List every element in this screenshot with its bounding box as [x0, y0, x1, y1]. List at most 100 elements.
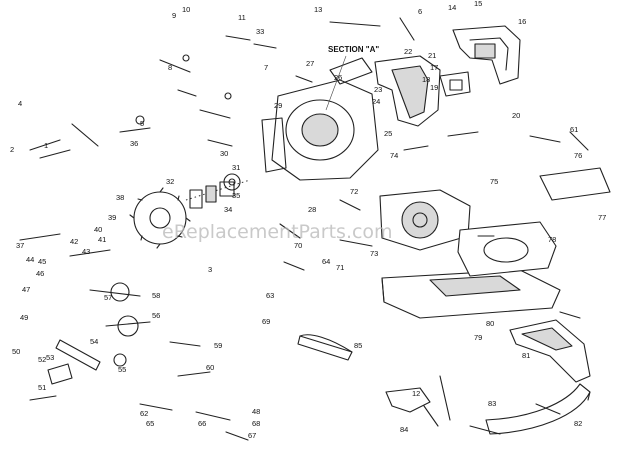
callout-34: 34: [224, 205, 232, 214]
callout-6: 6: [418, 7, 422, 16]
callout-83: 83: [488, 399, 496, 408]
saw-base: [381, 269, 561, 319]
pointer-plate: [385, 387, 431, 413]
callout-60: 60: [206, 363, 214, 372]
callout-54: 54: [90, 337, 98, 346]
callout-80: 80: [486, 319, 494, 328]
callout-68: 68: [252, 419, 260, 428]
hardware-cluster-mid: [279, 131, 589, 435]
upper-blade-guard: [452, 25, 521, 85]
callout-2: 2: [10, 145, 14, 154]
callout-30: 30: [220, 149, 228, 158]
callout-74: 74: [390, 151, 398, 160]
lower-guard-arc: [485, 383, 591, 435]
callout-76: 76: [574, 151, 582, 160]
callout-37: 37: [16, 241, 24, 250]
guard-bracket: [439, 71, 471, 97]
callout-7: 7: [264, 63, 268, 72]
callout-33: 33: [256, 27, 264, 36]
callout-73: 73: [370, 249, 378, 258]
callout-18: 18: [422, 75, 430, 84]
callout-17: 17: [430, 63, 438, 72]
callout-71: 71: [336, 263, 344, 272]
callout-5: 5: [140, 119, 144, 128]
callout-75: 75: [490, 177, 498, 186]
callout-19: 19: [430, 83, 438, 92]
callout-29: 29: [274, 101, 282, 110]
saw-blade: [129, 187, 191, 249]
callout-24: 24: [372, 97, 380, 106]
callout-70: 70: [294, 241, 302, 250]
callout-78: 78: [548, 235, 556, 244]
callout-36: 36: [130, 139, 138, 148]
callout-82: 82: [574, 419, 582, 428]
callout-56: 56: [152, 311, 160, 320]
callout-51: 51: [38, 383, 46, 392]
callout-42: 42: [70, 237, 78, 246]
callout-66: 66: [198, 419, 206, 428]
callout-58: 58: [152, 291, 160, 300]
callout-40: 40: [94, 225, 102, 234]
callout-21: 21: [428, 51, 436, 60]
callout-4: 4: [18, 99, 22, 108]
callout-57: 57: [104, 293, 112, 302]
callout-15: 15: [474, 0, 482, 8]
callout-8: 8: [168, 63, 172, 72]
callout-85: 85: [354, 341, 362, 350]
callout-3: 3: [208, 265, 212, 274]
motor-housing: [261, 57, 379, 181]
kerf-plate: [297, 334, 353, 361]
callout-23: 23: [374, 85, 382, 94]
callout-22: 22: [404, 47, 412, 56]
blade-flange: [223, 173, 241, 191]
callout-61: 61: [570, 125, 578, 134]
callout-9: 9: [172, 11, 176, 20]
callout-39: 39: [108, 213, 116, 222]
hardware-cluster-bottom: [19, 233, 249, 441]
callout-55: 55: [118, 365, 126, 374]
callout-84: 84: [400, 425, 408, 434]
callout-46: 46: [36, 269, 44, 278]
hardware-cluster-left: [29, 17, 415, 159]
miter-arm: [509, 319, 591, 383]
callout-50: 50: [12, 347, 20, 356]
callout-11: 11: [238, 13, 246, 22]
callout-38: 38: [116, 193, 124, 202]
callout-20: 20: [512, 111, 520, 120]
callout-53: 53: [46, 353, 54, 362]
callout-47: 47: [22, 285, 30, 294]
callout-labels: SECTION "A" 1 2 3 4 5 6 7 8 9 10 11 12 1…: [10, 0, 606, 440]
section-a-label: SECTION "A": [328, 45, 379, 54]
callout-49: 49: [20, 313, 28, 322]
callout-81: 81: [522, 351, 530, 360]
callout-35: 35: [232, 191, 240, 200]
callout-10: 10: [182, 5, 190, 14]
callout-64: 64: [322, 257, 330, 266]
callout-52: 52: [38, 355, 46, 364]
callout-67: 67: [248, 431, 256, 440]
callout-13: 13: [314, 5, 322, 14]
callout-27: 27: [306, 59, 314, 68]
fence: [539, 167, 611, 201]
callout-72: 72: [350, 187, 358, 196]
callout-62: 62: [140, 409, 148, 418]
callout-31: 31: [232, 163, 240, 172]
callout-14: 14: [448, 3, 456, 12]
callout-1: 1: [44, 141, 48, 150]
arbor-assembly: [185, 179, 251, 209]
callout-45: 45: [38, 257, 46, 266]
callout-48: 48: [252, 407, 260, 416]
callout-77: 77: [598, 213, 606, 222]
lower-blade-guard: [374, 55, 441, 127]
callout-12: 12: [412, 389, 420, 398]
callout-32: 32: [166, 177, 174, 186]
callout-16: 16: [518, 17, 526, 26]
callout-26: 26: [334, 73, 342, 82]
callout-79: 79: [474, 333, 482, 342]
base-top: [457, 221, 557, 277]
callout-59: 59: [214, 341, 222, 350]
callout-65: 65: [146, 419, 154, 428]
callout-63: 63: [266, 291, 274, 300]
callout-69: 69: [262, 317, 270, 326]
